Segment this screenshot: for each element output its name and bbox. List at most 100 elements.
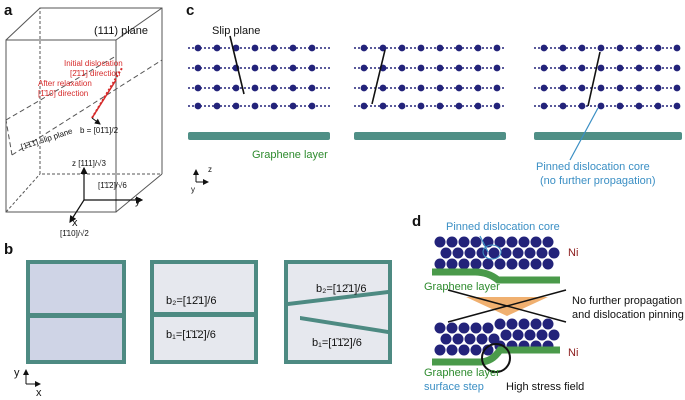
atom bbox=[398, 44, 406, 52]
atom bbox=[540, 44, 548, 52]
ni-atom bbox=[548, 329, 560, 341]
panel-c-slip-lines bbox=[229, 35, 601, 107]
atom bbox=[289, 84, 297, 92]
atom bbox=[474, 64, 482, 72]
atom bbox=[455, 84, 463, 92]
axis-x-direction: [1̄10]/√2 bbox=[60, 229, 89, 238]
ni-atom bbox=[434, 258, 446, 270]
panel-a-letter: a bbox=[4, 2, 13, 19]
image2-b2-label: b₂=[12̄1]/6 bbox=[166, 295, 217, 307]
atom bbox=[597, 102, 605, 110]
atom bbox=[673, 44, 681, 52]
panel-d-pinned-core: Pinned dislocation core bbox=[446, 221, 560, 233]
atom bbox=[213, 84, 221, 92]
atom bbox=[455, 44, 463, 52]
panel-a-box bbox=[5, 7, 163, 213]
ni-atom bbox=[482, 344, 494, 356]
atom bbox=[578, 44, 586, 52]
panel-d-ni-top: Ni bbox=[568, 247, 579, 259]
panel-c-pinned-label: Pinned dislocation core bbox=[536, 161, 650, 173]
atom bbox=[455, 102, 463, 110]
atom bbox=[251, 64, 259, 72]
ni-atom bbox=[434, 236, 446, 248]
atom bbox=[360, 84, 368, 92]
ni-atom bbox=[530, 236, 542, 248]
atom bbox=[616, 102, 624, 110]
ni-atom bbox=[536, 329, 548, 341]
panel-b-letter: b bbox=[4, 241, 14, 258]
panel-d-pinned-pointer bbox=[479, 235, 489, 253]
atom bbox=[578, 64, 586, 72]
ni-atom bbox=[482, 258, 494, 270]
atom bbox=[398, 102, 406, 110]
ni-atom bbox=[518, 318, 530, 330]
ni-atom bbox=[458, 344, 470, 356]
ni-atom bbox=[512, 247, 524, 259]
atom bbox=[474, 84, 482, 92]
atom bbox=[436, 84, 444, 92]
atom bbox=[417, 84, 425, 92]
atom bbox=[559, 84, 567, 92]
panel-a-slip-plane bbox=[5, 55, 163, 156]
ni-atom bbox=[464, 333, 476, 345]
ni-atom bbox=[542, 236, 554, 248]
atom bbox=[289, 44, 297, 52]
atom bbox=[673, 84, 681, 92]
ni-atom bbox=[446, 258, 458, 270]
axis-z-label: z [111]/√3 bbox=[72, 159, 106, 168]
atom bbox=[493, 102, 501, 110]
atom bbox=[270, 44, 278, 52]
atom bbox=[417, 64, 425, 72]
panel-a-dislocations bbox=[91, 67, 123, 125]
ni-atom bbox=[458, 236, 470, 248]
atom bbox=[493, 64, 501, 72]
atom bbox=[597, 44, 605, 52]
axis-y-direction: [1̄1̄2]/√6 bbox=[98, 181, 127, 190]
atom bbox=[616, 84, 624, 92]
axis-x-letter: x bbox=[72, 217, 78, 229]
ni-atom bbox=[434, 344, 446, 356]
atom bbox=[578, 102, 586, 110]
atom bbox=[308, 64, 316, 72]
burgers-vector: b = [01̄1]/2 bbox=[80, 126, 119, 135]
atom bbox=[251, 102, 259, 110]
ni-atom bbox=[500, 247, 512, 259]
panel-d-atoms bbox=[434, 236, 560, 356]
panel-d-ni-bottom: Ni bbox=[568, 347, 579, 359]
ni-atom bbox=[488, 247, 500, 259]
panel-b-axis-x: x bbox=[36, 387, 42, 399]
atom bbox=[360, 44, 368, 52]
ni-atom bbox=[446, 322, 458, 334]
atom bbox=[436, 64, 444, 72]
ni-atom bbox=[542, 258, 554, 270]
ni-atom bbox=[452, 247, 464, 259]
panel-c-axis-y: y bbox=[191, 185, 195, 194]
ni-atom bbox=[458, 322, 470, 334]
atom bbox=[673, 102, 681, 110]
atom bbox=[251, 44, 259, 52]
panel-a-axes bbox=[69, 166, 144, 224]
atom bbox=[474, 102, 482, 110]
panel-c-pinned-pointer bbox=[569, 107, 599, 161]
ni-atom bbox=[536, 247, 548, 259]
atom bbox=[540, 102, 548, 110]
panel-c-graphene bbox=[188, 132, 682, 140]
panel-d-graphene-bottom-label: Graphene layer bbox=[424, 367, 500, 379]
ni-atom bbox=[518, 258, 530, 270]
atom bbox=[654, 102, 662, 110]
atom bbox=[232, 44, 240, 52]
ni-atom bbox=[524, 247, 536, 259]
panel-b-axis-y: y bbox=[14, 367, 20, 379]
atom bbox=[213, 44, 221, 52]
atom bbox=[289, 64, 297, 72]
after-relaxation-label: After relaxation bbox=[38, 79, 92, 88]
panel-d-stress-circle bbox=[481, 343, 511, 373]
atom bbox=[270, 102, 278, 110]
atom bbox=[213, 64, 221, 72]
panel-d-cross bbox=[447, 289, 567, 323]
image3-b2-label: b₂=[12̄1]/6 bbox=[316, 283, 367, 295]
ni-atom bbox=[494, 236, 506, 248]
ni-atom bbox=[518, 236, 530, 248]
atom bbox=[194, 64, 202, 72]
